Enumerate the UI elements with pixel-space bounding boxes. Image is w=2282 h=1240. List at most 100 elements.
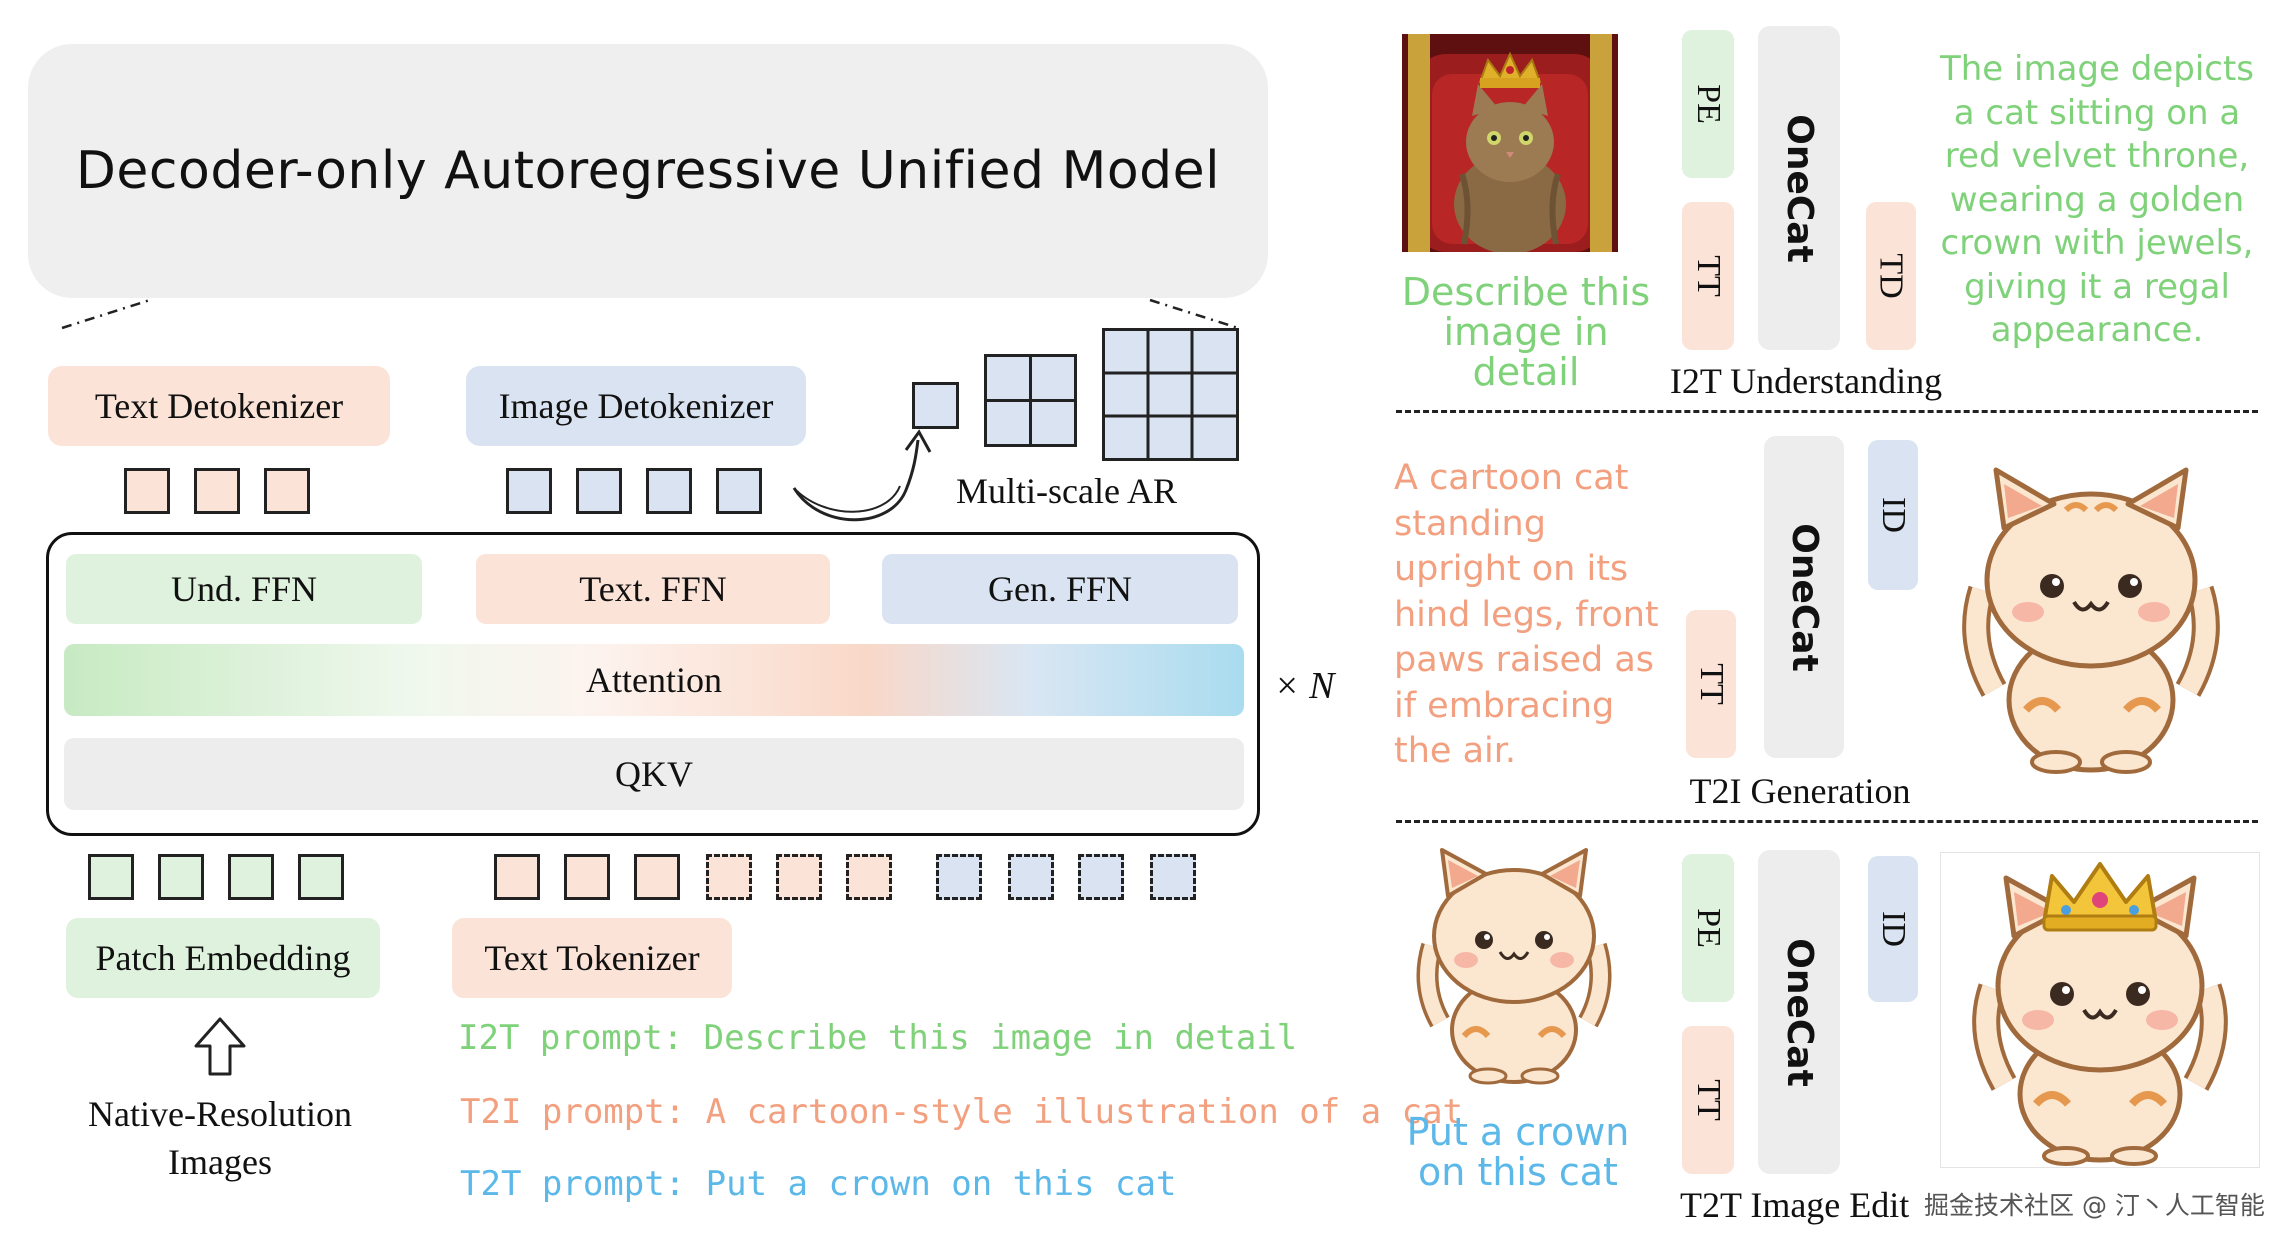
throne-cat-image [1402, 34, 1618, 252]
output-text-token [194, 468, 240, 514]
input-gen-token-dashed [1150, 854, 1196, 900]
t2i-onecat-bar: OneCat [1764, 436, 1844, 758]
i2t-tt-label: TT [1689, 255, 1727, 297]
patch-embedding-label: Patch Embedding [95, 938, 351, 978]
prompt-t2t: T2T prompt: Put a crown on this cat [460, 1164, 1177, 1204]
watermark: 掘金技术社区 @ 汀丶人工智能 [1924, 1186, 2265, 1222]
input-text-token [634, 854, 680, 900]
t2i-prompt: A cartoon cat standing upright on its hi… [1394, 456, 1694, 775]
prompt-i2t: I2T prompt: Describe this image in detai… [458, 1018, 1298, 1058]
input-image-token [158, 854, 204, 900]
t2i-section-label: T2I Generation [1689, 771, 1911, 811]
t2i-tt-label: TT [1692, 663, 1730, 705]
divider-1 [1396, 410, 2258, 413]
edit-pe-bar: PE [1682, 854, 1734, 1002]
i2t-answer-line: giving it a regal [1964, 266, 2230, 307]
up-arrow-icon [194, 1017, 246, 1076]
i2t-answer-line: red velvet throne, [1944, 136, 2250, 176]
qkv-label: QKV [615, 754, 693, 794]
text-detokenizer: Text Detokenizer [48, 366, 390, 446]
edit-caption: Put a crown on this cat [1392, 1112, 1644, 1192]
patch-embedding: Patch Embedding [66, 918, 380, 998]
title-connector-lines [61, 298, 1239, 330]
output-image-token [716, 468, 762, 514]
text-tokenizer: Text Tokenizer [452, 918, 732, 998]
output-image-token [506, 468, 552, 514]
output-image-token [646, 468, 692, 514]
input-text-token [494, 854, 540, 900]
t2i-prompt-line: the air. [1394, 731, 1517, 771]
edit-tt-label: TT [1689, 1079, 1727, 1121]
i2t-answer: The image depicts a cat sitting on a red… [1930, 48, 2264, 353]
input-text-token-dashed [706, 854, 752, 900]
attention-bar: Attention [64, 644, 1244, 716]
text-ffn: Text. FFN [476, 554, 830, 624]
edit-tt-bar: TT [1682, 1026, 1734, 1174]
edit-pe-label: PE [1690, 908, 1727, 948]
native-resolution-label: Native-Resolution Images [40, 1090, 400, 1186]
input-text-token [564, 854, 610, 900]
t2i-prompt-line: upright on its [1394, 549, 1629, 589]
i2t-onecat-label: OneCat [1778, 113, 1820, 263]
i2t-section-label: I2T Understanding [1669, 361, 1943, 401]
text-tokenizer-label: Text Tokenizer [484, 938, 700, 978]
i2t-answer-line: appearance. [1990, 310, 2204, 350]
input-image-token [228, 854, 274, 900]
i2t-answer-line: The image depicts [1939, 49, 2255, 89]
model-title-box: Decoder-only Autoregressive Unified Mode… [28, 44, 1268, 298]
und-ffn: Und. FFN [66, 554, 422, 624]
t2i-tt-bar: TT [1686, 610, 1736, 758]
model-title: Decoder-only Autoregressive Unified Mode… [75, 141, 1221, 201]
input-image-token [298, 854, 344, 900]
native-line-2: Images [168, 1142, 272, 1182]
t2i-id-bar: ID [1868, 440, 1918, 590]
i2t-caption-line-1: Describe this [1401, 270, 1651, 314]
qkv-bar: QKV [64, 738, 1244, 810]
text-detokenizer-label: Text Detokenizer [94, 386, 344, 426]
crowned-cartoon-cat-edited-image [1972, 862, 2228, 1166]
i2t-pe-bar: PE [1682, 30, 1734, 178]
native-line-1: Native-Resolution [88, 1094, 352, 1134]
edit-onecat-bar: OneCat [1758, 850, 1840, 1174]
cartoon-cat-input-image [1416, 848, 1612, 1085]
cartoon-cat-generated-image [1962, 467, 2220, 774]
input-gen-token-dashed [1078, 854, 1124, 900]
divider-2 [1396, 820, 2258, 823]
edit-id-bar: ID [1868, 856, 1918, 1002]
input-image-token [88, 854, 134, 900]
multiscale-grid-3x3 [1102, 328, 1239, 461]
multiscale-grid-1x1 [912, 382, 959, 429]
input-text-token-dashed [846, 854, 892, 900]
image-detokenizer: Image Detokenizer [466, 366, 806, 446]
i2t-tt-bar: TT [1682, 202, 1734, 350]
text-ffn-label: Text. FFN [579, 569, 727, 609]
i2t-pe-label: PE [1690, 84, 1727, 124]
i2t-caption: Describe this image in detail [1390, 272, 1662, 392]
t2i-prompt-line: paws raised as [1394, 640, 1655, 680]
i2t-answer-line: crown with jewels, [1940, 223, 2254, 263]
t2i-prompt-line: hind legs, front [1394, 594, 1659, 635]
input-gen-token-dashed [936, 854, 982, 900]
i2t-answer-line: a cat sitting on a [1953, 92, 2241, 133]
t2i-prompt-line: A cartoon cat [1394, 458, 1629, 498]
times-n-label: × N [1274, 665, 1335, 707]
input-text-token-dashed [776, 854, 822, 900]
output-text-token [124, 468, 170, 514]
multiscale-arrow [792, 429, 932, 522]
t2i-id-label: ID [1874, 497, 1912, 533]
prompt-t2i: T2I prompt: A cartoon-style illustration… [460, 1092, 1464, 1132]
output-image-token [576, 468, 622, 514]
multiscale-grid-2x2 [984, 354, 1077, 447]
edit-id-label: ID [1874, 911, 1912, 947]
t2i-prompt-line: if embracing [1394, 685, 1615, 726]
input-gen-token-dashed [1008, 854, 1054, 900]
i2t-td-label: TD [1872, 253, 1910, 299]
i2t-onecat-bar: OneCat [1758, 26, 1840, 350]
edit-section-label: T2T Image Edit [1680, 1185, 1910, 1225]
t2i-onecat-label: OneCat [1783, 522, 1825, 672]
gen-ffn-label: Gen. FFN [987, 569, 1133, 609]
i2t-answer-line: wearing a golden [1949, 179, 2245, 220]
t2i-prompt-line: standing [1394, 503, 1546, 544]
i2t-td-bar: TD [1866, 202, 1916, 350]
